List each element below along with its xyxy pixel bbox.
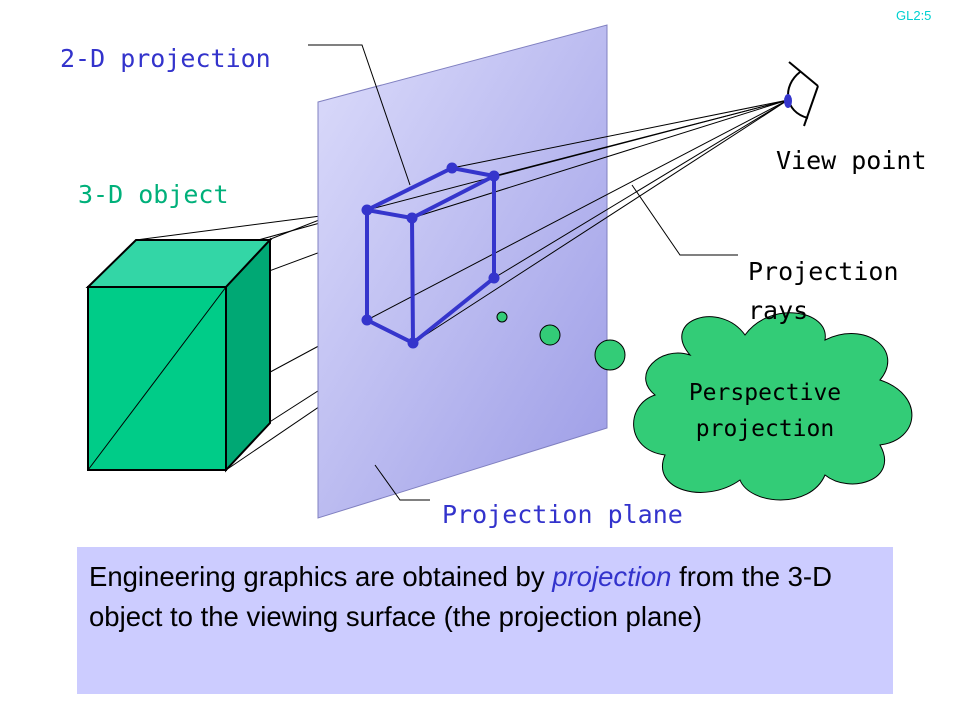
projection-2d-label: 2-D projection [60,44,271,73]
thought-bubbles [496,311,626,371]
cube-3d-object [85,237,273,473]
projection-plane [317,24,608,519]
object-3d-label: 3-D object [78,180,229,209]
projected-vertices [361,162,500,349]
projection-rays-line1: Projection [748,257,899,286]
perspective-projection-callout: Perspective projection [650,375,880,447]
cloud-line1: Perspective [688,380,842,406]
caption-part2: from the 3-D object to the viewing surfa… [89,561,832,632]
caption-box: Engineering graphics are obtained by pro… [77,547,893,694]
caption-emphasis: projection [552,561,672,592]
projection-rays-front [366,99,789,344]
projection-rays-line2: rays [748,296,809,325]
perspective-cloud [633,312,913,501]
projected-wireframe [365,166,496,345]
view-point-label: View point [776,146,927,175]
projection-rays-label: Projection rays [748,252,918,330]
cloud-line2: projection [695,416,835,442]
projection-plane-label: Projection plane [442,500,683,529]
slide-number: GL2:5 [896,8,932,23]
projection-rays-object [87,286,227,471]
eye-icon [784,61,819,127]
leader-lines [308,44,738,501]
caption-part1: Engineering graphics are obtained by [89,561,553,592]
